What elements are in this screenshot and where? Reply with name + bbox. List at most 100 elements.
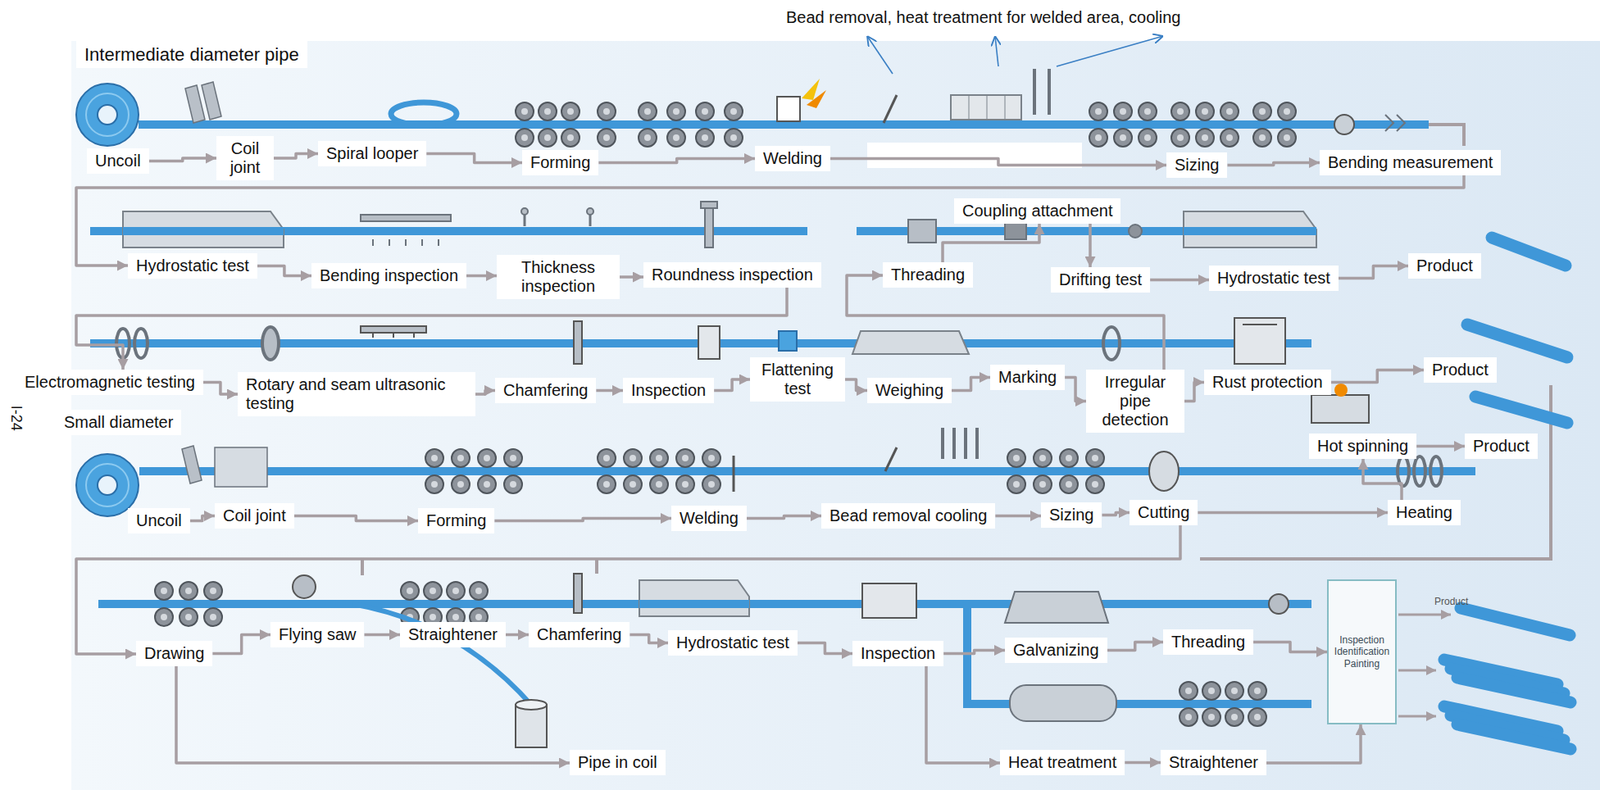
process-step-label: Hydrostatic test <box>668 630 798 656</box>
roll-stand <box>623 449 642 494</box>
row-three-station <box>778 331 797 351</box>
flow-connector <box>1363 459 1402 500</box>
step-text: Product <box>1431 360 1489 380</box>
roll-stand <box>425 449 444 494</box>
process-step-label: Chamfering <box>528 622 630 648</box>
flow-connector <box>190 516 215 522</box>
hydrostatic-tester <box>122 211 1317 617</box>
bead-cutter <box>883 95 897 123</box>
step-text: Sizing <box>1174 155 1219 175</box>
shear <box>181 445 202 484</box>
inspection-probe <box>388 239 391 246</box>
roll-stand <box>1138 102 1157 147</box>
process-step-label: Irregular pipe detection <box>1086 369 1185 433</box>
process-step-label: Thickness inspection <box>496 254 620 300</box>
roll-stand <box>1086 449 1105 494</box>
cooling-nozzle <box>940 427 945 460</box>
roll-stand <box>724 102 743 147</box>
roll-stand <box>179 581 198 627</box>
flow-connector <box>1227 163 1320 166</box>
trunk-line <box>360 559 364 576</box>
process-step-label: Heat treatment <box>1000 750 1125 776</box>
flow-connector <box>1416 445 1465 449</box>
flow-connector <box>619 275 644 279</box>
flow-connector <box>1184 382 1205 402</box>
step-text: Heating <box>1395 503 1453 523</box>
step-text: Drifting test <box>1059 270 1142 290</box>
flow-connector <box>942 223 1040 263</box>
row-three-station <box>372 332 374 338</box>
step-text: Product <box>1472 436 1530 456</box>
row-four-station <box>1311 395 1369 423</box>
process-step-label: Sizing <box>1040 502 1102 528</box>
flow-connector <box>1338 266 1409 279</box>
pipe <box>98 600 1312 609</box>
step-text: Roundness inspection <box>651 265 814 285</box>
row-three-station <box>1234 318 1286 364</box>
blue-leader-arrow <box>867 36 893 74</box>
process-step-label: Hydrostatic test <box>127 253 258 279</box>
cooling-nozzle <box>952 427 956 460</box>
step-text: Bending measurement <box>1327 153 1493 173</box>
row-five-station <box>573 573 582 614</box>
bending-gauge <box>1396 114 1405 132</box>
row-three-station <box>413 332 415 338</box>
process-step-label: Rust protection <box>1204 369 1332 396</box>
blue-leader-arrow <box>1056 36 1164 67</box>
product-pipe <box>1491 237 1566 266</box>
roll-stand <box>597 449 616 494</box>
process-step-label: Flattening test <box>750 357 846 402</box>
flow-connector <box>363 633 400 637</box>
process-step-label: Bead removal cooling <box>821 503 996 529</box>
step-text: Uncoil <box>136 511 182 531</box>
roll-stand <box>1089 102 1108 147</box>
step-text: Hydrostatic test <box>676 633 790 653</box>
uncoiler <box>76 454 139 517</box>
process-step-label: Hydrostatic test <box>1209 265 1339 291</box>
process-step-label: Product <box>1408 253 1482 279</box>
roll-stand <box>469 581 488 627</box>
process-step-label: Uncoil <box>127 508 191 534</box>
process-step-label: Welding <box>671 505 747 532</box>
step-text: Inspection Identification Painting <box>1331 634 1392 670</box>
step-text: Straightener <box>1168 753 1259 773</box>
step-text: Flying saw <box>278 625 356 645</box>
row-three-station <box>573 321 582 364</box>
step-text: Inspection <box>631 381 706 400</box>
flow-connector <box>505 633 529 637</box>
roll-stand <box>423 581 442 627</box>
process-step-label: Welding <box>754 145 831 172</box>
inspection-probe <box>421 239 423 246</box>
uncoiler <box>76 83 139 146</box>
step-text: Hydrostatic test <box>136 256 250 276</box>
step-text: Bending inspection <box>319 266 459 286</box>
step-text: Rust protection <box>1212 372 1323 392</box>
process-step-label: Coupling attachment <box>954 198 1121 224</box>
welder <box>777 96 800 122</box>
process-step-label: Coil joint <box>214 503 295 529</box>
roll-stand <box>1007 449 1026 494</box>
roll-stand <box>504 449 523 494</box>
flow-connector <box>257 266 312 277</box>
flow-connector <box>598 159 755 164</box>
flow-connector <box>203 382 238 396</box>
step-text: Sizing <box>1049 505 1094 525</box>
testing-ring <box>1103 327 1120 360</box>
roll-stand <box>154 102 1296 727</box>
row-three-station <box>852 331 969 355</box>
trunk-line <box>1428 124 1464 146</box>
flow-connector <box>176 666 570 764</box>
flow-connector <box>943 650 1005 655</box>
inspection-probe <box>704 204 714 248</box>
flow-connector <box>926 666 1000 764</box>
process-step-label: Cutting <box>1129 500 1198 526</box>
process-step-label: Hot spinning <box>1309 433 1417 460</box>
process-step-label: Inspection <box>852 640 944 667</box>
product-pipe <box>1444 237 1571 750</box>
step-text: Threading <box>1171 632 1246 652</box>
process-step-label: Coil joint <box>216 136 274 181</box>
flow-connector <box>76 525 1181 655</box>
process-step-label: Threading <box>882 262 973 288</box>
pipe <box>639 600 750 609</box>
heat-treatment-unit <box>968 95 970 120</box>
